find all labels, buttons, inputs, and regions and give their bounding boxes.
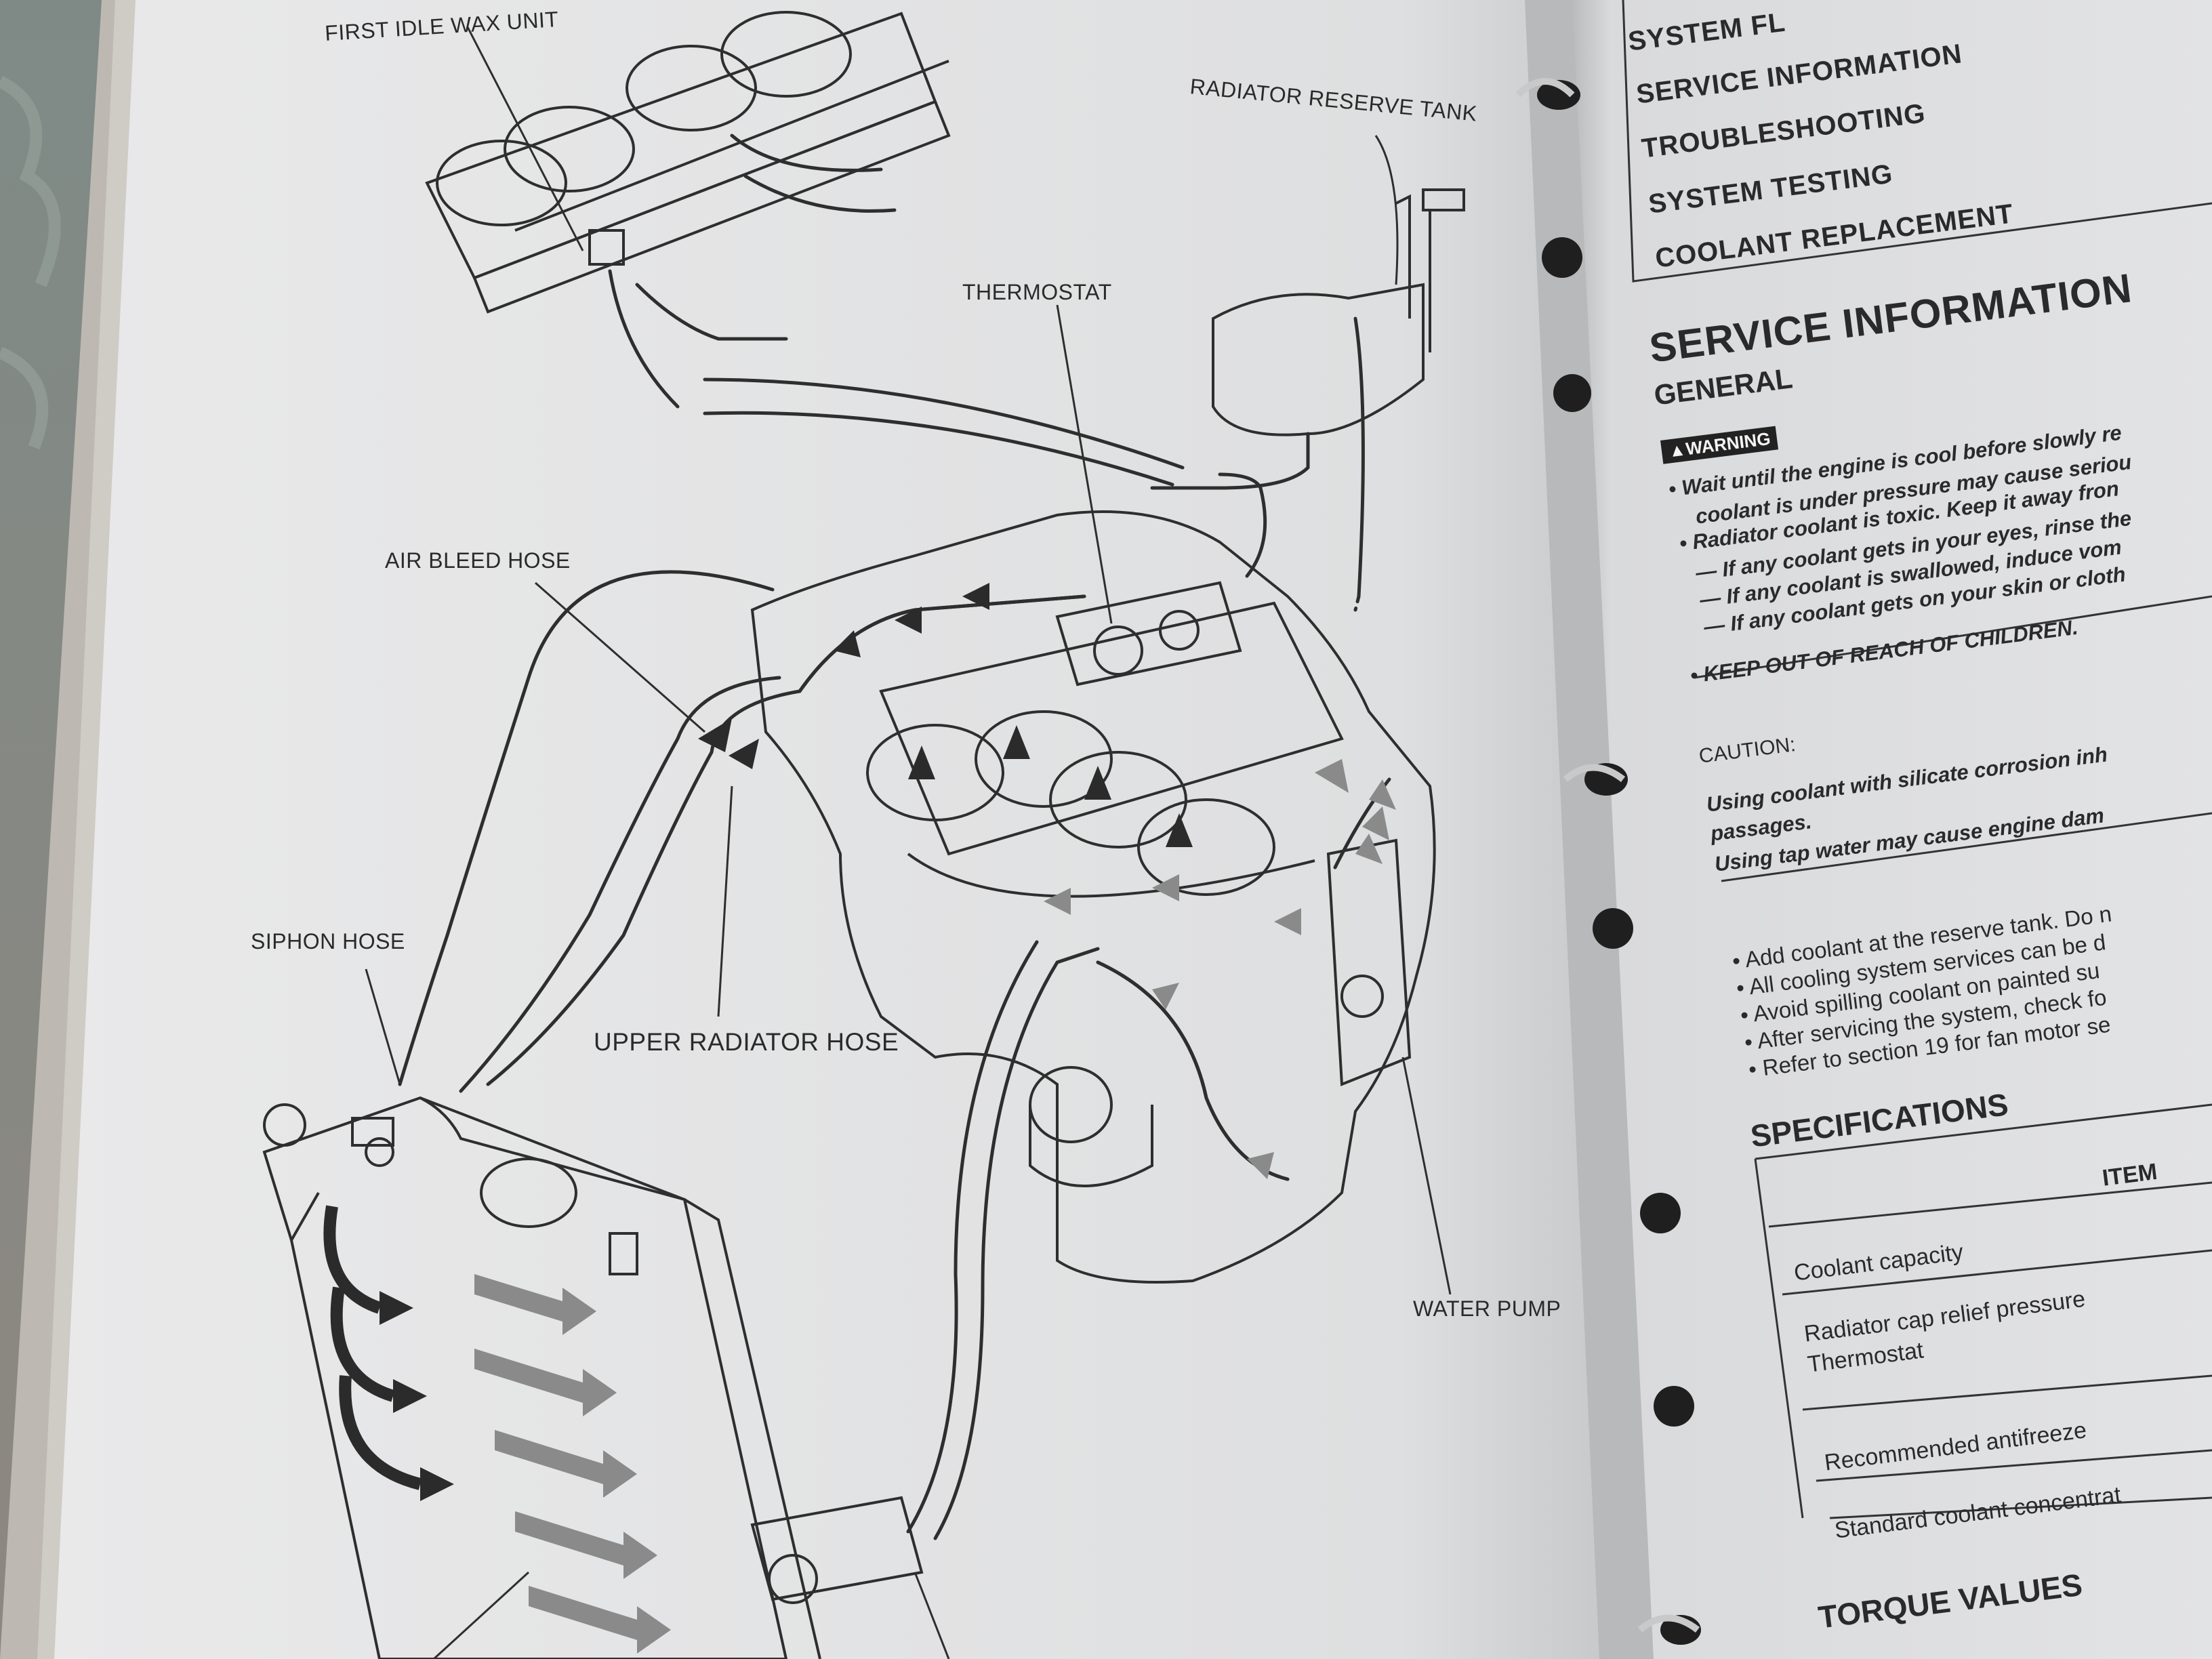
left-page: [54, 0, 1640, 1659]
thermostat: [1055, 472, 1267, 687]
binder-rings: [1515, 78, 1701, 1645]
label-air-bleed-hose: AIR BLEED HOSE: [385, 548, 571, 573]
spec-table-lines: [1754, 1103, 2212, 1519]
radiator-reserve-tank: [1150, 188, 1465, 612]
reserve-tank-hose: [703, 411, 1174, 487]
engine-block: [750, 510, 1436, 1284]
throttle-body-assembly: [425, 11, 951, 409]
label-siphon-hose: SIPHON HOSE: [251, 929, 405, 954]
right-page: [1572, 0, 2212, 1659]
coolant-flow-arrows-engine: [798, 583, 1389, 935]
radiator: [262, 1096, 924, 1659]
right-page-frames: [1622, 0, 2212, 1519]
lower-radiator-hose: [933, 947, 1100, 1540]
label-upper-radiator-hose: UPPER RADIATOR HOSE: [594, 1028, 899, 1056]
left-siphon-hose: [398, 570, 775, 1086]
label-water-pump: WATER PUMP: [1413, 1296, 1561, 1321]
label-leaders: [365, 26, 1452, 1659]
label-thermostat: THERMOSTAT: [962, 280, 1112, 304]
